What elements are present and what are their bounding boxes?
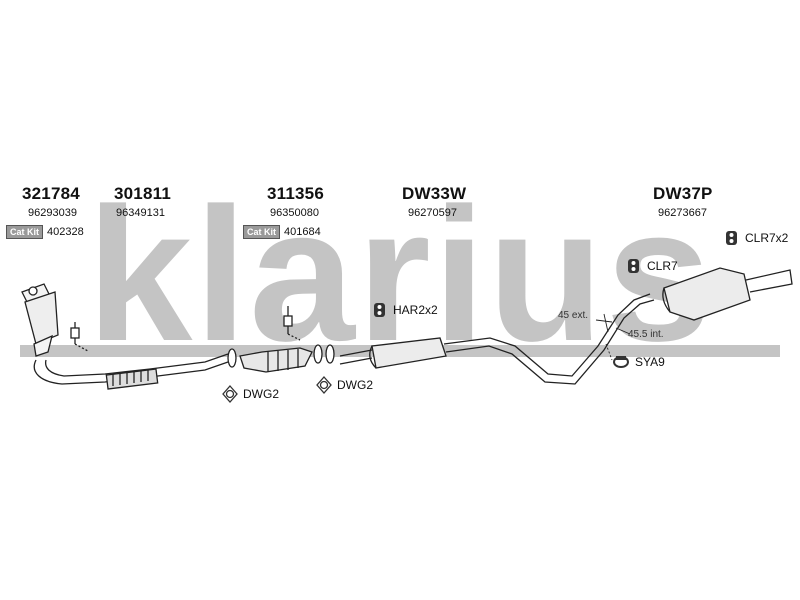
accessory-har2x2[interactable]: HAR2x2 — [372, 302, 438, 318]
part-number-1[interactable]: 321784 — [22, 184, 80, 203]
accessory-label: SYA9 — [635, 355, 665, 369]
front-pipe — [33, 353, 229, 390]
accessory-label: CLR7 — [647, 259, 678, 273]
lambda-sensor-front — [70, 322, 89, 352]
accessory-dwg2-right[interactable]: DWG2 — [316, 376, 373, 394]
catkit-label: Cat Kit — [243, 225, 280, 239]
rubber-hanger-icon — [726, 231, 737, 245]
oem-number-4: 96270597 — [408, 207, 457, 219]
gasket-2 — [313, 344, 323, 364]
gasket-1 — [227, 348, 237, 368]
rear-silencer — [662, 267, 793, 321]
accessory-dwg2-left[interactable]: DWG2 — [222, 385, 279, 403]
centre-silencer — [339, 337, 447, 369]
watermark-text: klarius — [87, 200, 714, 370]
accessory-clr7[interactable]: CLR7 — [626, 258, 678, 274]
accessory-label: CLR7x2 — [745, 231, 789, 245]
dimension-int: 45.5 int. — [628, 329, 664, 340]
part-number-4[interactable]: DW33W — [402, 184, 467, 203]
gasket-icon — [222, 385, 238, 403]
catkit-number: 402328 — [47, 226, 84, 238]
oem-number-3: 96350080 — [270, 207, 319, 219]
catalytic-converter-main — [239, 347, 313, 373]
catalytic-converter-front — [21, 283, 59, 357]
accessory-sya9[interactable]: SYA9 — [612, 354, 665, 370]
catkit-3[interactable]: Cat Kit 401684 — [243, 225, 321, 239]
dimension-markers — [595, 313, 631, 361]
part-number-5[interactable]: DW37P — [653, 184, 713, 203]
accessory-label: DWG2 — [243, 387, 279, 401]
intermediate-pipe — [443, 293, 655, 385]
clamp-icon — [613, 356, 629, 368]
rubber-hanger-icon — [628, 259, 639, 273]
oem-number-5: 96273667 — [658, 207, 707, 219]
oem-number-1: 96293039 — [28, 207, 77, 219]
part-number-3[interactable]: 311356 — [267, 184, 324, 203]
catkit-number: 401684 — [284, 226, 321, 238]
dimension-ext: 45 ext. — [558, 310, 589, 321]
accessory-label: DWG2 — [337, 378, 373, 392]
gasket-3 — [325, 344, 335, 364]
accessory-clr7x2[interactable]: CLR7x2 — [724, 230, 788, 246]
catkit-label: Cat Kit — [6, 225, 43, 239]
oem-number-2: 96349131 — [116, 207, 165, 219]
catkit-1[interactable]: Cat Kit 402328 — [6, 225, 84, 239]
rubber-hanger-icon — [374, 303, 385, 317]
lambda-sensor-rear — [283, 306, 301, 341]
gasket-icon — [316, 376, 332, 394]
part-number-2[interactable]: 301811 — [114, 184, 171, 203]
accessory-label: HAR2x2 — [393, 303, 438, 317]
